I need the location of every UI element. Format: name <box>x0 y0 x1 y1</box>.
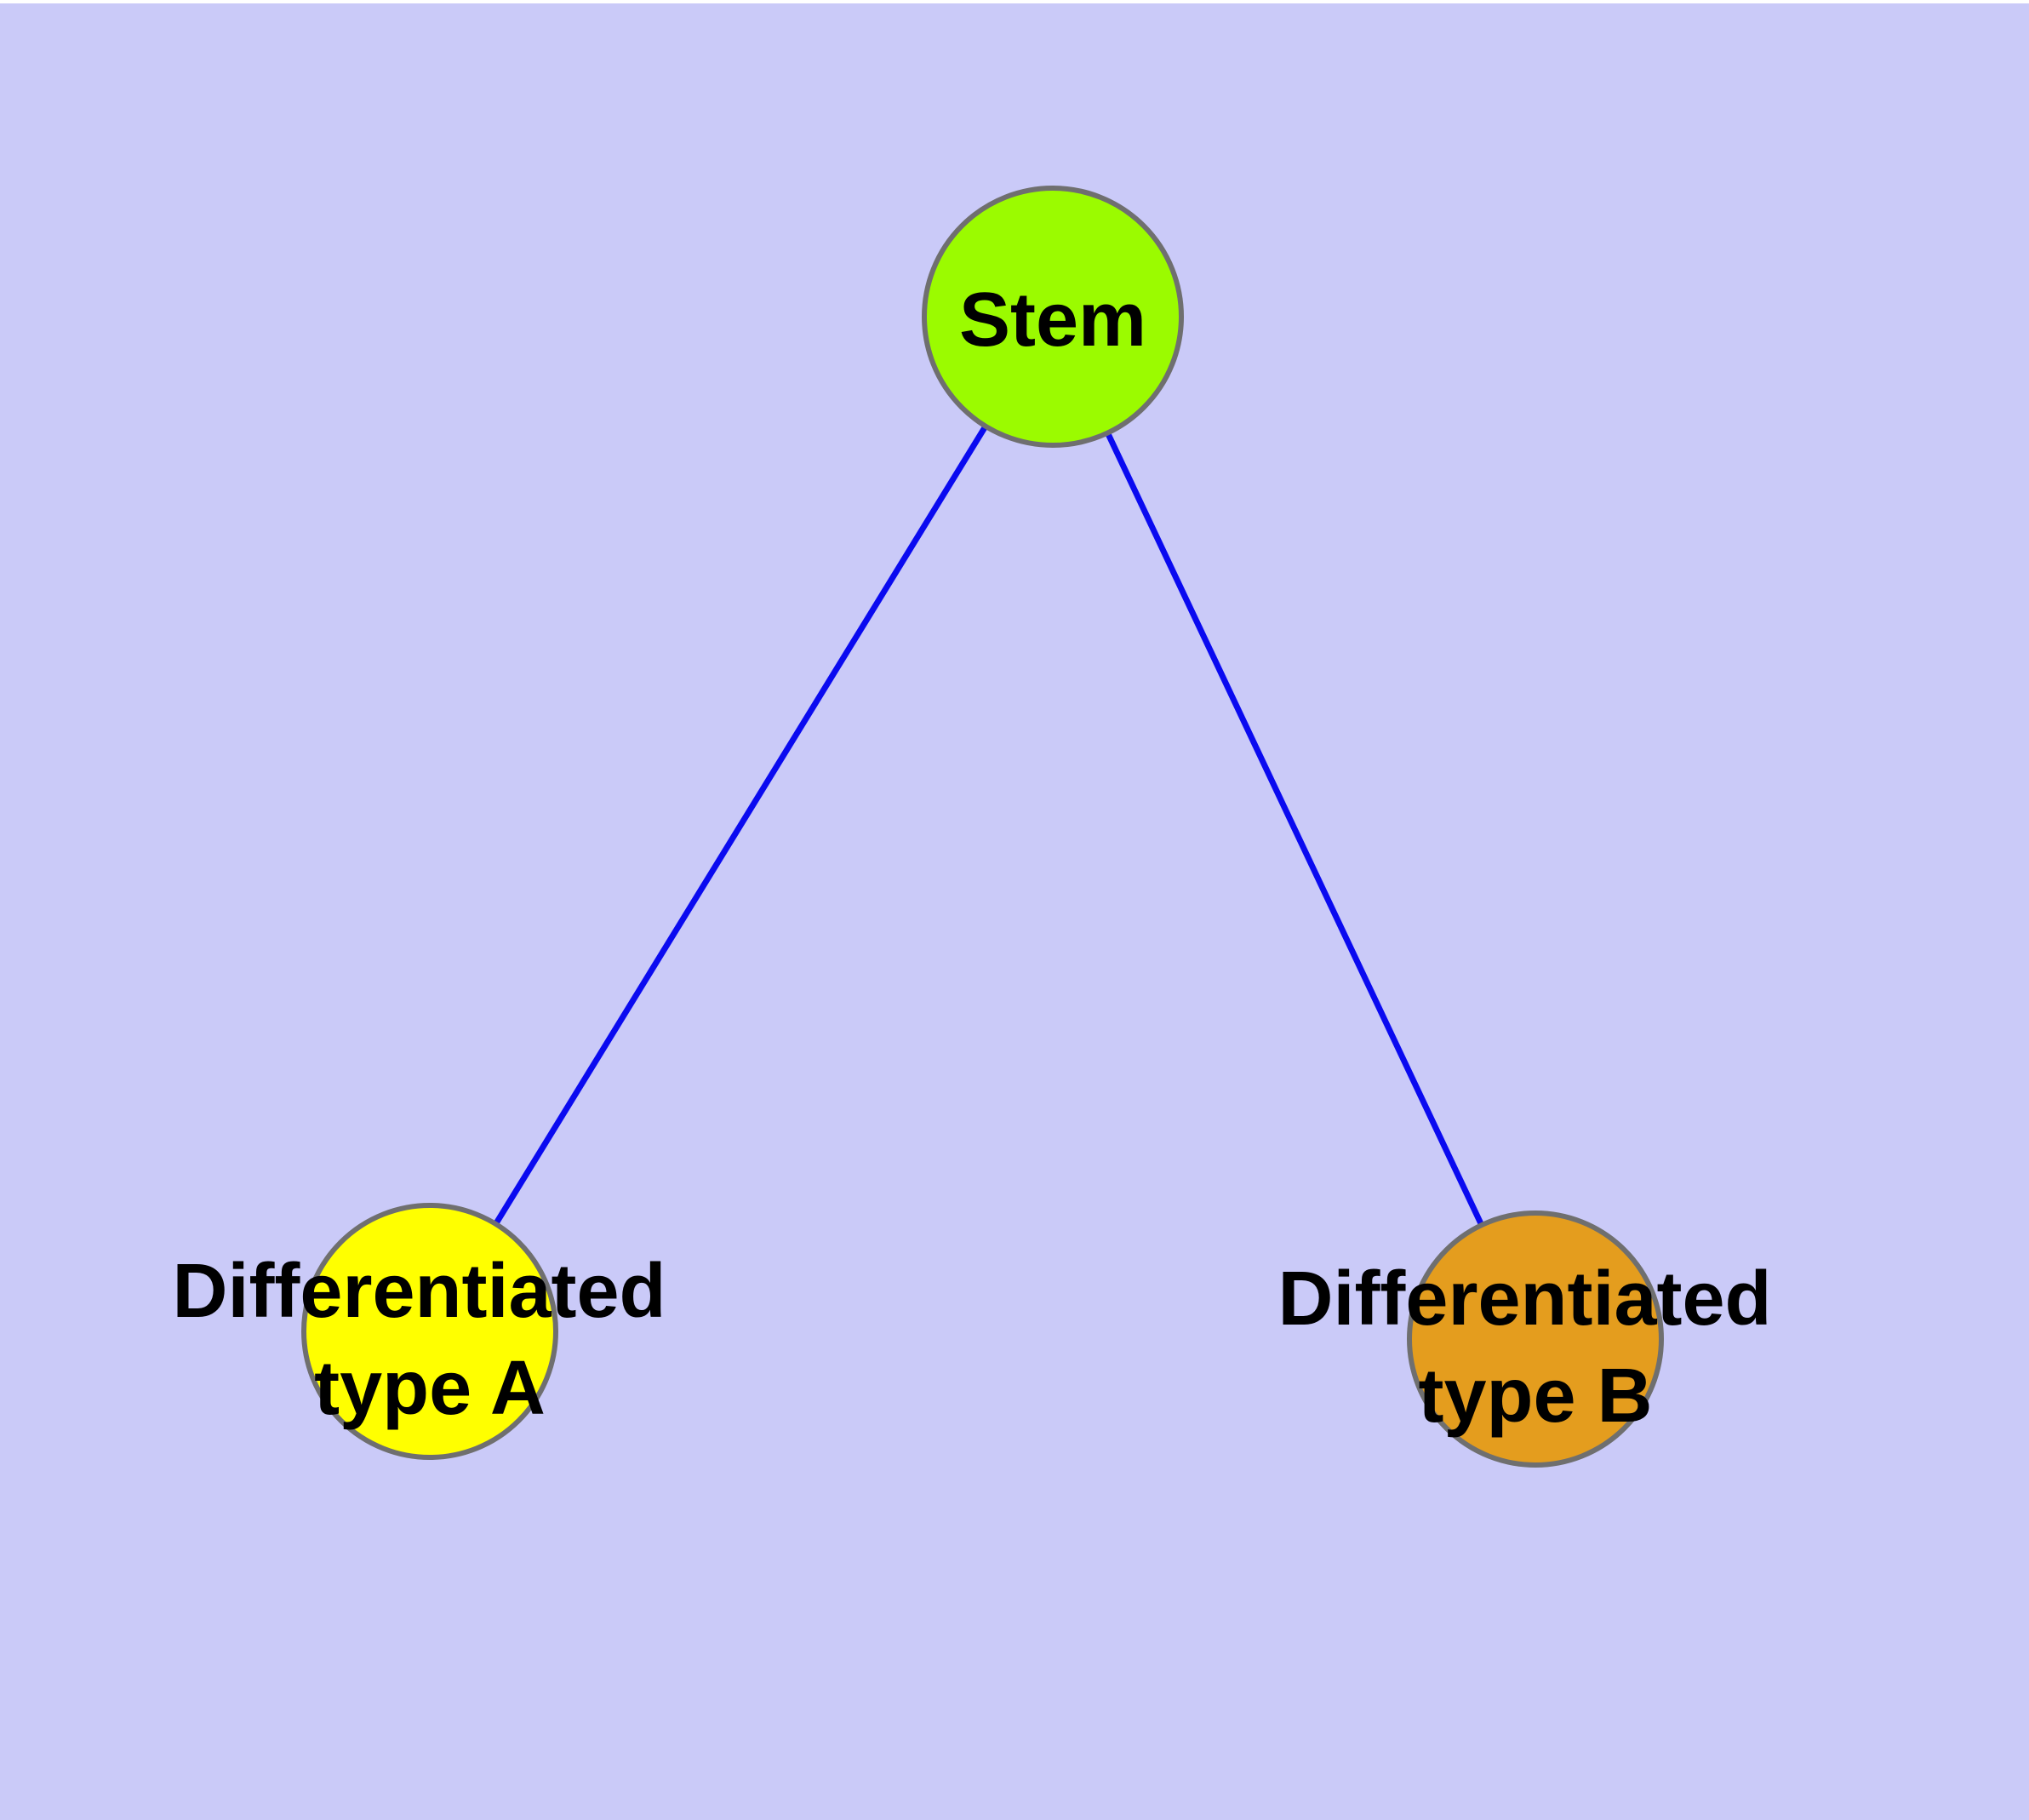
edge-stem-to-diff-b <box>1049 315 1539 1341</box>
edge-stem-to-diff-a <box>427 315 1055 1333</box>
node-stem <box>922 186 1184 448</box>
top-margin-strip <box>0 0 2029 3</box>
node-differentiated-type-b-label-line1: Differentiated <box>1277 1256 1771 1342</box>
node-differentiated-type-a-label-line2: type A <box>314 1346 546 1431</box>
node-differentiated-type-a-label-line1: Differentiated <box>172 1249 666 1334</box>
node-differentiated-type-a-label: Differentiated type A <box>172 1249 687 1431</box>
node-stem-label: Stem <box>959 278 1146 363</box>
node-differentiated-type-b-label: Differentiated type B <box>1277 1256 1792 1439</box>
node-differentiated-type-b-label-line2: type B <box>1418 1354 1652 1439</box>
node-differentiated-type-a <box>301 1203 558 1460</box>
node-differentiated-type-b <box>1407 1210 1664 1468</box>
